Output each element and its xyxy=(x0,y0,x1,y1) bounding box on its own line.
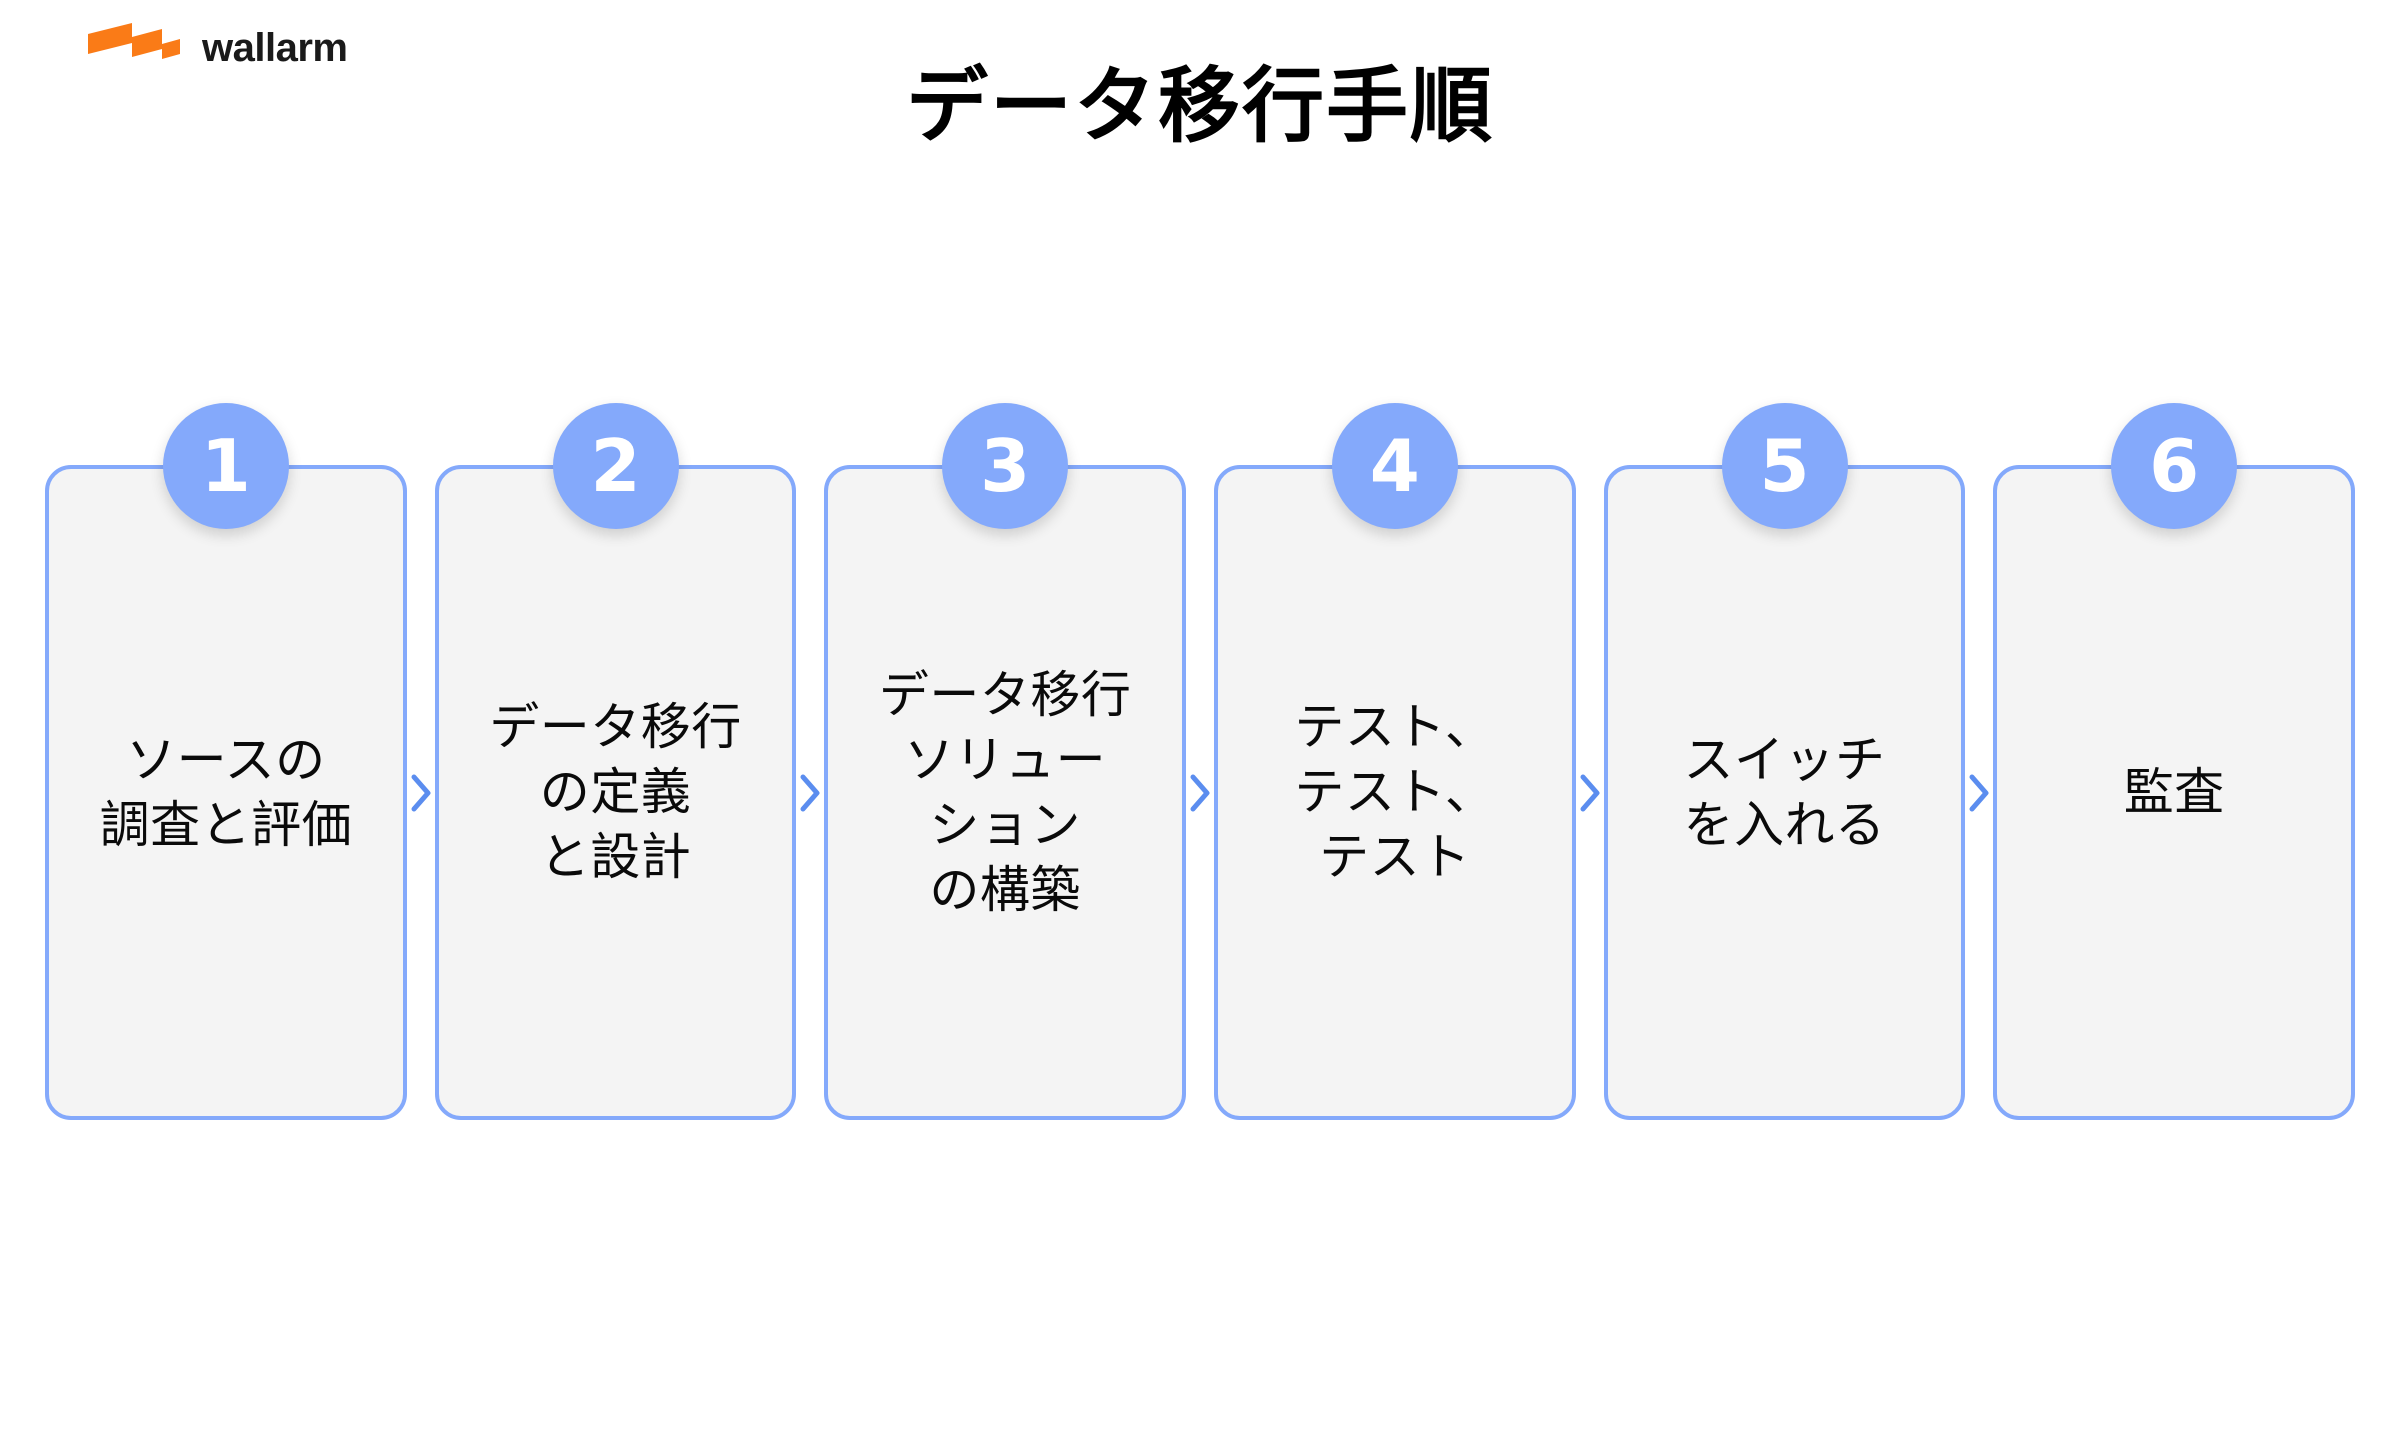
step-number-badge: 6 xyxy=(2111,403,2238,529)
chevron-right-icon xyxy=(796,465,824,1120)
chevron-right-icon xyxy=(1965,465,1993,1120)
step-card-2[interactable]: 2 データ移行 の定義 と設計 xyxy=(434,403,797,1120)
step-number-badge: 3 xyxy=(942,403,1069,529)
step-label: データ移行 ソリュー ション の構築 xyxy=(878,665,1132,919)
brand-name: wallarm xyxy=(202,25,348,70)
step-number-badge: 2 xyxy=(552,403,679,529)
card-body xyxy=(1603,465,1966,1120)
card-body xyxy=(824,465,1187,1120)
step-number-badge: 5 xyxy=(1721,403,1848,529)
step-card-5[interactable]: 5 スイッチ を入れる xyxy=(1603,403,1966,1120)
step-card-1[interactable]: 1 ソースの 調査と評価 xyxy=(45,403,407,1120)
step-number-badge: 1 xyxy=(162,403,289,529)
step-label: テスト、 テスト、 テスト xyxy=(1294,698,1496,886)
chevron-right-icon xyxy=(1576,465,1604,1120)
step-label: 監査 xyxy=(2123,763,2225,821)
step-label: ソースの 調査と評価 xyxy=(99,730,353,854)
step-card-4[interactable]: 4 テスト、 テスト、 テスト xyxy=(1214,403,1576,1120)
step-label: スイッチ を入れる xyxy=(1683,730,1886,854)
card-body xyxy=(434,465,797,1120)
step-card-3[interactable]: 3 データ移行 ソリュー ション の構築 xyxy=(824,403,1187,1120)
step-card-6[interactable]: 6 監査 xyxy=(1993,403,2356,1120)
page-title: データ移行手順 xyxy=(905,59,1494,154)
process-flow: 1 ソースの 調査と評価 2 データ移行 の定義 と設計 3 データ移行 ソリュ… xyxy=(45,403,2356,1120)
wallarm-bolt-logo-icon xyxy=(88,23,180,69)
card-body xyxy=(1993,465,2356,1120)
step-number-badge: 4 xyxy=(1331,403,1458,529)
card-body xyxy=(1214,465,1576,1120)
chevron-right-icon xyxy=(1186,465,1214,1120)
chevron-right-icon xyxy=(407,465,435,1120)
step-label: データ移行 の定義 と設計 xyxy=(489,698,742,886)
brand-logo: wallarm xyxy=(88,18,348,74)
card-body xyxy=(45,465,407,1120)
